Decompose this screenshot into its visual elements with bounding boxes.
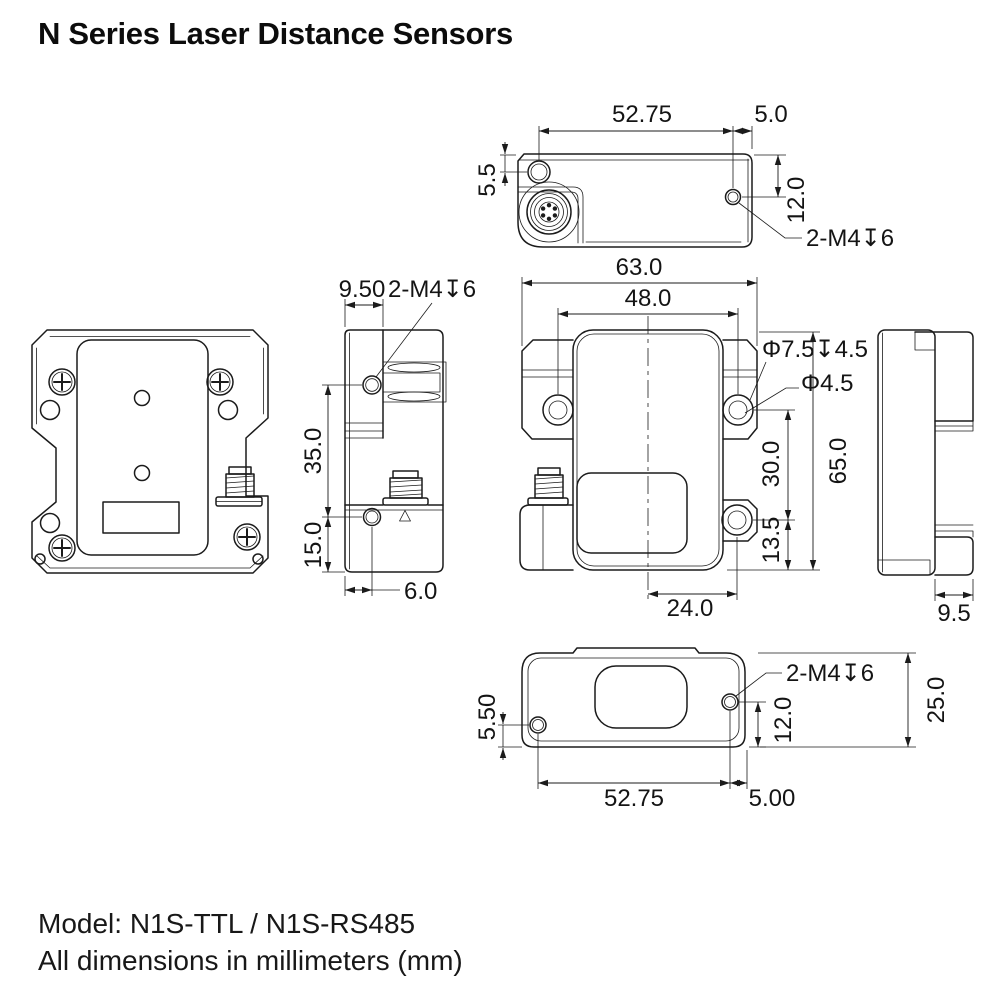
connector-block: [519, 504, 574, 571]
side-boss: [382, 361, 447, 403]
laser-aperture-mark: [399, 510, 411, 522]
back-hole-lower: [133, 464, 151, 482]
dim-front-hole-span-v: 30.0: [758, 441, 785, 488]
top-view: 52.75 5.0 5.5 12.0 2-M4↧6: [474, 101, 894, 252]
dim-side-hole-inset: 6.0: [404, 578, 437, 605]
side-view: 9.50 2-M4↧6 35.0 15.0 6.0: [300, 276, 476, 605]
dim-bottom-thread: 2-M4↧6: [786, 660, 874, 687]
dim-bottom-span: 52.75: [604, 785, 664, 812]
dim-front-window-offset: 24.0: [667, 595, 714, 622]
m8-connector-side: [382, 470, 429, 506]
side-thread-hole: [362, 375, 382, 395]
counterbore-hole: [542, 394, 754, 536]
dim-front-through-hole: Φ4.5: [801, 370, 854, 397]
dim-top-span: 52.75: [612, 101, 672, 128]
m8-connector-front: [527, 467, 569, 506]
corner-hole: [252, 553, 264, 565]
dim-bottom-height: 25.0: [923, 677, 950, 724]
footer-notes: Model: N1S-TTL / N1S-RS485 All dimension…: [38, 905, 463, 979]
upper-boss: [914, 331, 974, 422]
m8-connector-top: [518, 181, 580, 243]
dim-top-hole-from-top: 5.5: [474, 163, 501, 196]
lens-window-bottom: [594, 665, 688, 729]
side-lower-hole: [362, 507, 382, 527]
units-note: All dimensions in millimeters (mm): [38, 945, 463, 976]
corner-hole: [34, 553, 46, 565]
lens-window: [576, 472, 688, 554]
dim-front-height: 65.0: [825, 438, 852, 485]
dim-bottom-hole-from-bottom: 5.50: [474, 694, 501, 741]
side-bore: [39, 512, 61, 534]
dim-bottom-right-offset: 5.00: [749, 785, 796, 812]
screw: [233, 523, 261, 551]
back-hole-upper: [133, 389, 151, 407]
dim-bottom-hole-from-right: 12.0: [770, 697, 797, 744]
bottom-holes: [529, 693, 739, 734]
dim-side-tab-width: 9.50: [339, 276, 386, 303]
right-lower-ear: [722, 499, 758, 542]
left-ear: [521, 339, 574, 440]
m8-connector-back: [215, 466, 263, 507]
screw: [48, 534, 76, 562]
dim-front-counterbore: Φ7.5↧4.5: [762, 336, 868, 363]
screw: [48, 368, 76, 396]
bottom-view: 2-M4↧6 5.50 52.75 5.00 12.0 25.0: [474, 647, 950, 812]
dim-front-width: 63.0: [616, 254, 663, 281]
dim-side-hole-from-bottom: 15.0: [300, 522, 327, 569]
page-title: N Series Laser Distance Sensors: [38, 16, 513, 51]
dim-side-hole-span: 35.0: [300, 428, 327, 475]
thread-hole: [724, 188, 742, 206]
side-bore: [39, 399, 61, 421]
dim-top-thread: 2-M4↧6: [806, 225, 894, 252]
right-side-view: 9.5: [877, 329, 974, 627]
front-view: 63.0 48.0 Φ7.5↧4.5 Φ4.5 65.0 30.0 13.5 2…: [519, 254, 868, 622]
right-ear: [722, 339, 758, 440]
back-view: [31, 329, 269, 574]
mounting-hole: [527, 160, 551, 184]
dim-front-hole-span-h: 48.0: [625, 285, 672, 312]
dim-top-right-offset: 5.0: [754, 101, 787, 128]
lower-boss: [934, 536, 974, 576]
dim-right-boss-depth: 9.5: [937, 600, 970, 627]
label-plate: [102, 501, 180, 534]
dim-top-hole-from-right: 12.0: [783, 177, 810, 224]
dim-side-thread: 2-M4↧6: [388, 276, 476, 303]
screw: [206, 368, 234, 396]
back-plate: [76, 339, 209, 556]
dim-front-hole-from-bottom: 13.5: [758, 517, 785, 564]
side-bore: [217, 399, 239, 421]
model-note: Model: N1S-TTL / N1S-RS485: [38, 908, 416, 939]
